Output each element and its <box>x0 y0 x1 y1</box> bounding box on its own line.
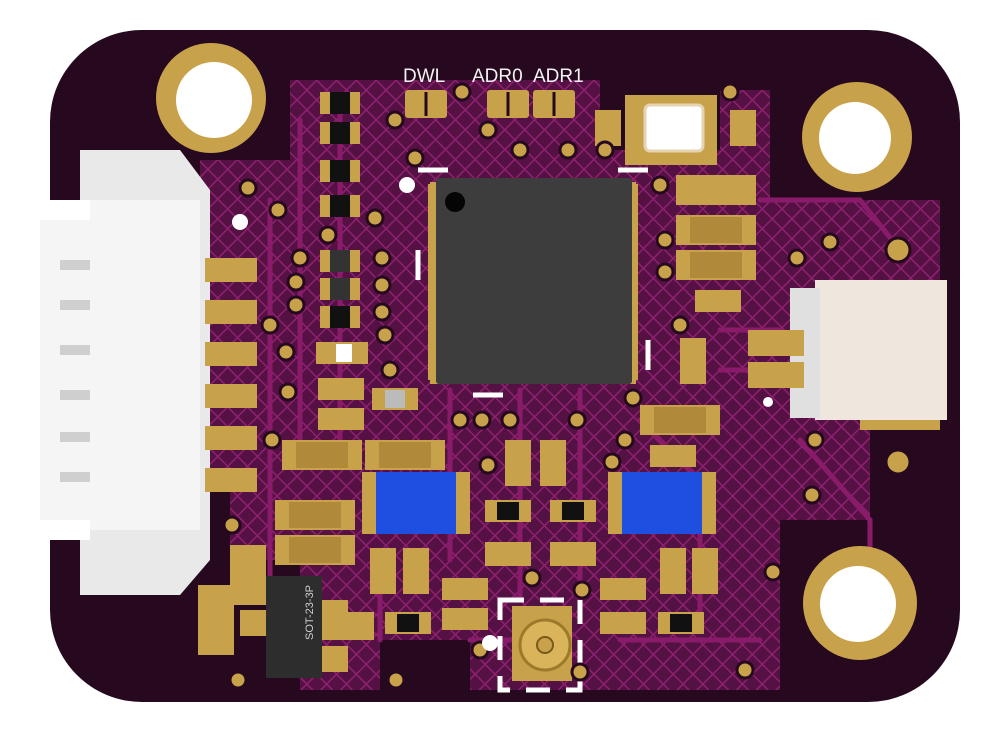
silk-sot23: SOT-23-3P <box>304 585 316 640</box>
vias <box>222 82 912 690</box>
mounting-hole-bottom-right <box>803 546 917 660</box>
jst-connector-right <box>748 280 947 430</box>
crystal <box>625 95 717 165</box>
inductors <box>362 472 716 534</box>
jumper-pads <box>405 90 575 118</box>
mounting-holes <box>156 43 917 660</box>
jst-connector-left <box>30 150 257 595</box>
silk-dots <box>232 177 773 651</box>
main-ic-qfn <box>415 167 651 398</box>
regulator-sot23: SOT-23-3P <box>240 576 348 678</box>
silk-dwl: DWL <box>403 66 445 87</box>
silk-adr1: ADR1 <box>533 66 584 87</box>
mounting-hole-top-left <box>156 43 266 153</box>
silk-adr0: ADR0 <box>472 66 523 87</box>
passive-components <box>198 92 756 655</box>
ufl-antenna-connector <box>497 597 583 693</box>
mounting-hole-top-right <box>802 82 912 192</box>
